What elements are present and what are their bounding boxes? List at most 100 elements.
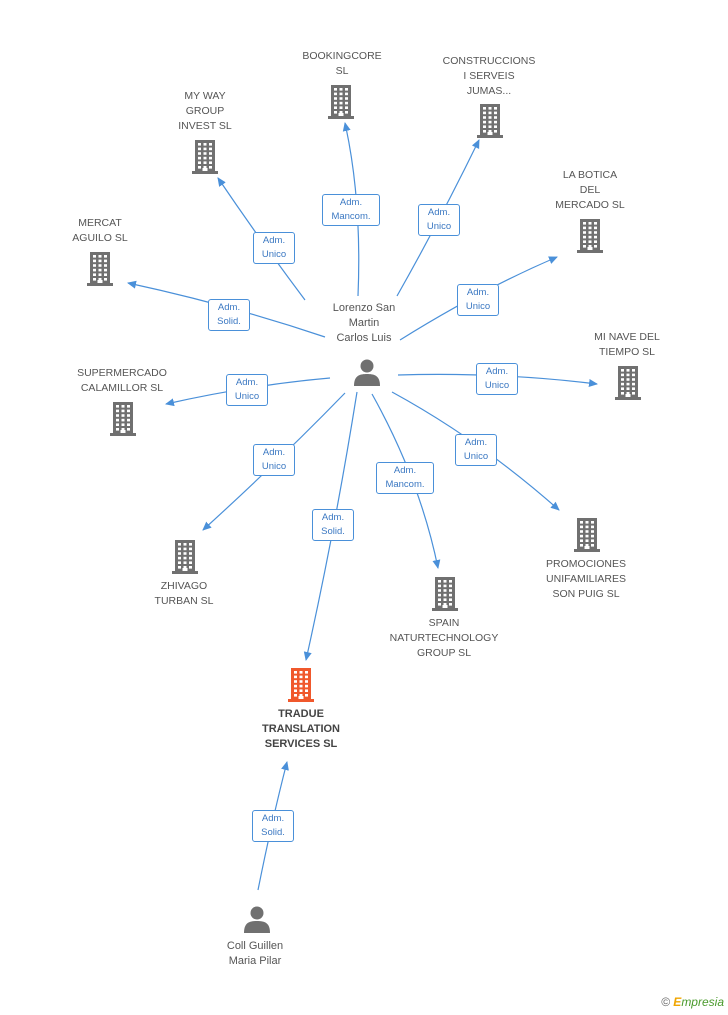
center-person-line-1: Lorenzo San: [332, 302, 396, 314]
badge-line-1: Adm.: [217, 302, 241, 313]
bottom-person-line-1: Coll Guillen: [226, 940, 284, 952]
myway-line-3: INVEST SL: [178, 120, 232, 132]
myway-line-2: GROUP: [185, 105, 225, 117]
zhivago-building-icon[interactable]: [172, 540, 198, 579]
badge-line-2: Unico: [261, 249, 287, 260]
relation-badge-supermercado[interactable]: Adm. Unico: [226, 374, 268, 406]
labotica-line-3: MERCADO SL: [555, 199, 625, 211]
zhivago-line-1: ZHIVAGO: [160, 580, 208, 592]
mercat-building-icon[interactable]: [87, 252, 113, 291]
bookingcore-building-icon[interactable]: [328, 85, 354, 124]
myway-line-1: MY WAY: [184, 90, 226, 102]
zhivago-label[interactable]: ZHIVAGO TURBAN SL: [155, 579, 214, 609]
minave-line-2: TIEMPO SL: [598, 346, 655, 358]
labotica-label[interactable]: LA BOTICA DEL MERCADO SL: [555, 168, 624, 213]
main-company-line-2: TRANSLATION: [261, 723, 341, 735]
myway-building-icon[interactable]: [192, 140, 218, 179]
mercat-line-1: MERCAT: [78, 217, 122, 229]
badge-line-2: Solid.: [321, 526, 345, 537]
spain-label[interactable]: SPAIN NATURTECHNOLOGY GROUP SL: [390, 616, 499, 661]
supermercado-building-icon[interactable]: [110, 402, 136, 441]
minave-label[interactable]: MI NAVE DEL TIEMPO SL: [594, 330, 660, 360]
badge-line-1: Adm.: [464, 437, 488, 448]
spain-building-icon[interactable]: [432, 577, 458, 616]
badge-line-2: Mancom.: [385, 479, 425, 490]
bookingcore-line-1: BOOKINGCORE: [302, 50, 382, 62]
brand-initial: E: [673, 995, 682, 1009]
relation-badge-labotica[interactable]: Adm. Unico: [457, 284, 499, 316]
relation-badge-spain[interactable]: Adm. Mancom.: [376, 462, 434, 494]
badge-line-2: Unico: [426, 221, 452, 232]
relation-badge-mercat[interactable]: Adm. Solid.: [208, 299, 250, 331]
center-person-name[interactable]: Lorenzo San Martin Carlos Luis: [333, 301, 395, 346]
bottom-person-icon[interactable]: [242, 904, 272, 939]
minave-line-1: MI NAVE DEL: [594, 331, 660, 343]
construccions-line-2: I SERVEIS: [463, 70, 515, 82]
promociones-label[interactable]: PROMOCIONES UNIFAMILIARES SON PUIG SL: [546, 557, 626, 602]
construccions-line-3: JUMAS...: [466, 85, 512, 97]
supermercado-label[interactable]: SUPERMERCADO CALAMILLOR SL: [77, 366, 167, 396]
minave-building-icon[interactable]: [615, 366, 641, 405]
bottom-person-line-2: Maria Pilar: [228, 955, 282, 967]
center-person-line-3: Carlos Luis: [336, 332, 392, 344]
construccions-line-1: CONSTRUCCIONS: [442, 55, 536, 67]
supermercado-line-2: CALAMILLOR SL: [80, 382, 164, 394]
relation-badge-tradue[interactable]: Adm. Solid.: [312, 509, 354, 541]
labotica-building-icon[interactable]: [577, 219, 603, 258]
zhivago-line-2: TURBAN SL: [154, 595, 214, 607]
promociones-line-2: UNIFAMILIARES: [546, 573, 626, 585]
construccions-building-icon[interactable]: [477, 104, 503, 143]
mercat-line-2: AGUILO SL: [72, 232, 128, 244]
myway-label[interactable]: MY WAY GROUP INVEST SL: [178, 89, 232, 134]
relation-badge-coll[interactable]: Adm. Solid.: [252, 810, 294, 842]
badge-line-1: Adm.: [235, 377, 259, 388]
promociones-building-icon[interactable]: [574, 518, 600, 557]
construccions-label[interactable]: CONSTRUCCIONS I SERVEIS JUMAS...: [443, 54, 536, 99]
badge-line-2: Unico: [261, 461, 287, 472]
main-company-line-1: TRADUE: [278, 708, 324, 720]
main-company-building-icon[interactable]: [288, 668, 314, 707]
spain-line-1: SPAIN: [428, 617, 460, 629]
relation-badge-construccions[interactable]: Adm. Unico: [418, 204, 460, 236]
badge-line-1: Adm.: [262, 235, 286, 246]
relation-badge-myway[interactable]: Adm. Unico: [253, 232, 295, 264]
badge-line-2: Solid.: [261, 827, 285, 838]
center-person-line-2: Martin: [348, 317, 380, 329]
badge-line-2: Unico: [484, 380, 510, 391]
main-company-name[interactable]: TRADUE TRANSLATION SERVICES SL: [262, 707, 340, 752]
relation-badge-promociones[interactable]: Adm. Unico: [455, 434, 497, 466]
promociones-line-3: SON PUIG SL: [552, 588, 620, 600]
badge-line-2: Solid.: [217, 316, 241, 327]
promociones-line-1: PROMOCIONES: [546, 558, 626, 570]
badge-line-2: Unico: [234, 391, 260, 402]
spain-line-3: GROUP SL: [416, 647, 472, 659]
labotica-line-2: DEL: [579, 184, 601, 196]
supermercado-line-1: SUPERMERCADO: [77, 367, 167, 379]
bottom-person-name[interactable]: Coll Guillen Maria Pilar: [227, 939, 283, 969]
badge-line-1: Adm.: [393, 465, 417, 476]
badge-line-2: Unico: [463, 451, 489, 462]
badge-line-1: Adm.: [427, 207, 451, 218]
relation-badge-zhivago[interactable]: Adm. Unico: [253, 444, 295, 476]
labotica-line-1: LA BOTICA: [562, 169, 618, 181]
badge-line-1: Adm.: [485, 366, 509, 377]
badge-line-1: Adm.: [466, 287, 490, 298]
main-company-line-3: SERVICES SL: [264, 738, 338, 750]
badge-line-1: Adm.: [261, 813, 285, 824]
badge-line-1: Adm.: [262, 447, 286, 458]
relation-badge-minave[interactable]: Adm. Unico: [476, 363, 518, 395]
bookingcore-line-2: SL: [335, 65, 349, 77]
badge-line-2: Mancom.: [331, 211, 371, 222]
copyright-symbol: ©: [661, 995, 670, 1009]
mercat-label[interactable]: MERCAT AGUILO SL: [72, 216, 127, 246]
brand-rest: mpresia: [681, 995, 724, 1009]
badge-line-1: Adm.: [321, 512, 345, 523]
relation-badge-bookingcore[interactable]: Adm. Mancom.: [322, 194, 380, 226]
bookingcore-label[interactable]: BOOKINGCORE SL: [302, 49, 381, 79]
center-person-icon[interactable]: [352, 357, 382, 392]
badge-line-2: Unico: [465, 301, 491, 312]
empresia-brand-logo[interactable]: © Empresia: [661, 995, 724, 1009]
badge-line-1: Adm.: [339, 197, 363, 208]
